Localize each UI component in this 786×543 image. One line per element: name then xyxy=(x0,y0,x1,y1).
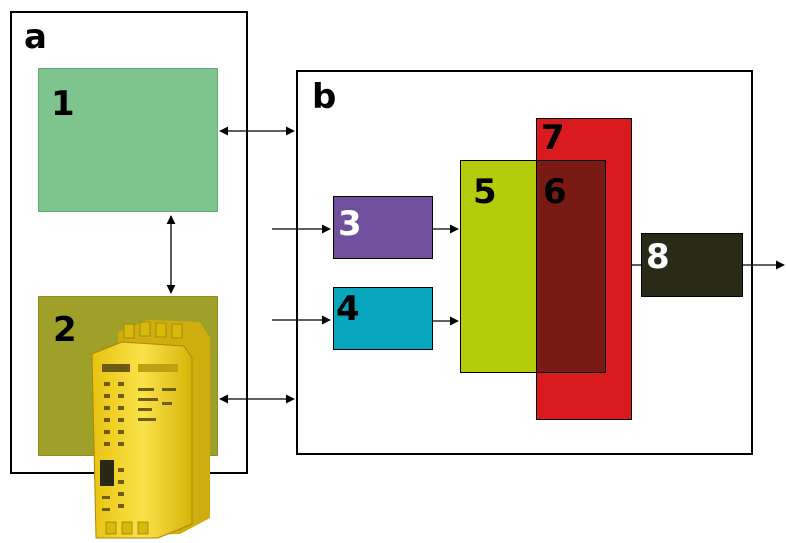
block-8: 8 xyxy=(641,233,743,297)
block-4-label: 4 xyxy=(336,289,360,329)
block-6: 6 xyxy=(536,160,606,373)
block-2-label: 2 xyxy=(53,310,77,350)
block-1-label: 1 xyxy=(51,84,75,124)
panel-a-label: a xyxy=(24,17,47,57)
panel-b-label: b xyxy=(312,77,337,117)
block-3-label: 3 xyxy=(338,204,362,244)
block-6-label: 6 xyxy=(543,172,567,212)
safety-relay-module-icon xyxy=(91,320,210,539)
block-8-label: 8 xyxy=(646,237,670,277)
block-4: 4 xyxy=(333,287,433,350)
block-3: 3 xyxy=(333,196,433,259)
block-1: 1 xyxy=(38,68,218,212)
block-5-label: 5 xyxy=(473,172,497,212)
block-7-label: 7 xyxy=(541,118,565,158)
